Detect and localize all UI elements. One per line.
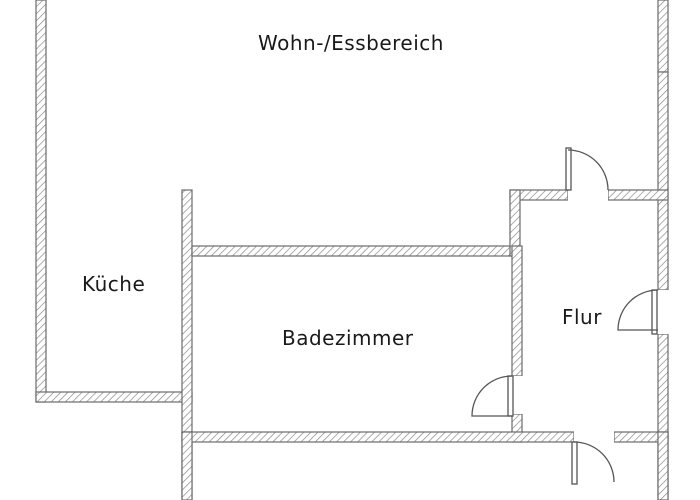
wall-bottom-right-vertical — [657, 431, 669, 500]
wall-right-outer-mid — [657, 71, 669, 291]
door-hall-right — [617, 289, 669, 335]
walls — [35, 0, 669, 500]
room-label-kitchen: Küche — [82, 272, 145, 296]
door-bath-hall — [471, 375, 523, 417]
doors — [471, 147, 669, 485]
room-labels: Wohn-/Essbereich Küche Badezimmer Flur — [82, 31, 602, 350]
wall-bottom-left-vertical — [181, 431, 193, 500]
wall-kitchen-bottom — [35, 391, 193, 403]
wall-kitchen-bath-divider — [181, 189, 193, 500]
room-label-bathroom: Badezimmer — [282, 326, 414, 350]
door-hall-living — [565, 147, 609, 201]
wall-bottom-corridor — [181, 431, 575, 443]
wall-right-outer-top — [657, 0, 669, 73]
door-hall-bottom — [571, 431, 615, 485]
room-label-hallway: Flur — [562, 305, 602, 329]
wall-bath-top — [191, 245, 513, 257]
wall-hall-top-right — [607, 189, 669, 201]
wall-left-outer — [35, 0, 47, 403]
room-label-living-dining: Wohn-/Essbereich — [258, 31, 444, 55]
wall-bath-hall-divider — [511, 245, 523, 377]
